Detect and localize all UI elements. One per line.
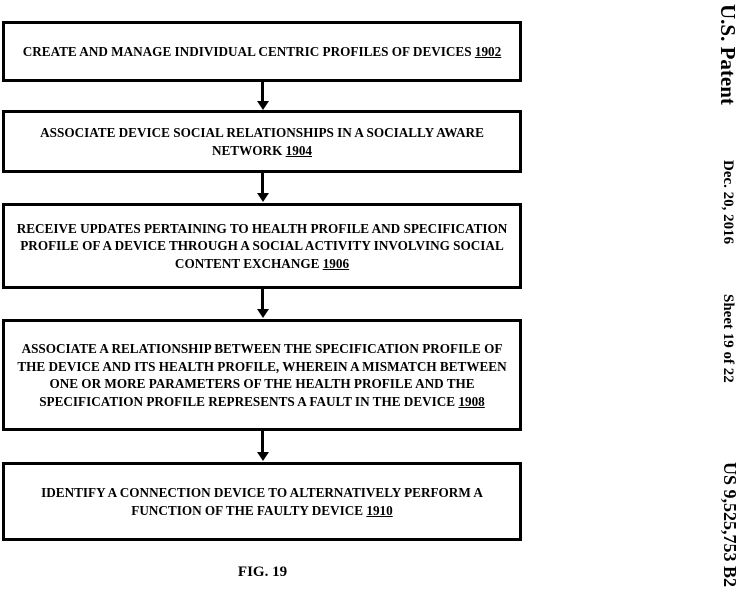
step-1906-text: RECEIVE UPDATES PERTAINING TO HEALTH PRO… xyxy=(16,220,508,271)
step-1910-ref: 1910 xyxy=(366,502,393,518)
patent-number: US 9,525,753 B2 xyxy=(720,462,740,588)
sheet-number: Sheet 19 of 22 xyxy=(720,294,736,383)
step-1902-box: CREATE AND MANAGE INDIVIDUAL CENTRIC PRO… xyxy=(2,21,522,82)
arrowhead-1 xyxy=(256,101,269,110)
step-1902-ref: 1902 xyxy=(474,43,502,59)
step-1908-box: ASSOCIATE A RELATIONSHIP BETWEEN THE SPE… xyxy=(2,319,522,431)
step-1910-text: IDENTIFY A CONNECTION DEVICE TO ALTERNAT… xyxy=(41,485,483,518)
step-1906-ref: 1906 xyxy=(322,255,350,271)
arrowhead-2 xyxy=(256,193,269,202)
connector-arrow-1 xyxy=(261,82,264,102)
patent-date: Dec. 20, 2016 xyxy=(720,160,736,245)
patent-label: U.S. Patent xyxy=(716,4,740,105)
figure-label: FIG. 19 xyxy=(237,564,288,580)
step-1904-box: ASSOCIATE DEVICE SOCIAL RELATIONSHIPS IN… xyxy=(2,110,522,173)
step-1904-text: ASSOCIATE DEVICE SOCIAL RELATIONSHIPS IN… xyxy=(40,125,484,158)
step-1906-box: RECEIVE UPDATES PERTAINING TO HEALTH PRO… xyxy=(2,203,522,289)
step-1910-box: IDENTIFY A CONNECTION DEVICE TO ALTERNAT… xyxy=(2,462,522,541)
connector-arrow-2 xyxy=(261,173,264,194)
step-1902-text: CREATE AND MANAGE INDIVIDUAL CENTRIC PRO… xyxy=(22,43,502,59)
step-1904-ref: 1904 xyxy=(285,142,312,158)
connector-arrow-4 xyxy=(261,431,264,453)
arrowhead-4 xyxy=(256,452,269,461)
arrowhead-3 xyxy=(256,309,269,318)
step-1908-ref: 1908 xyxy=(458,393,485,409)
step-1908-text: ASSOCIATE A RELATIONSHIP BETWEEN THE SPE… xyxy=(17,341,507,409)
connector-arrow-3 xyxy=(261,289,264,310)
